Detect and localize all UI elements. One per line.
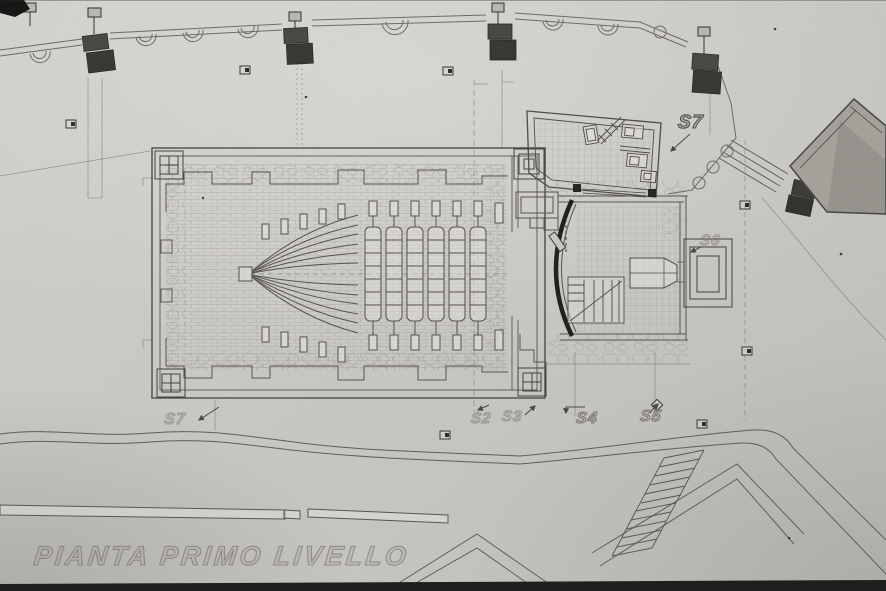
section-marker-s3: S3 <box>501 408 524 426</box>
section-marker-s5: S5 <box>639 408 663 426</box>
section-marker-s6: S6 <box>699 232 722 250</box>
drawing-title: PIANTA PRIMO LIVELLO <box>32 540 411 571</box>
section-marker-s4: S4 <box>575 410 599 428</box>
section-marker-s7-top: S7 <box>676 111 705 133</box>
section-marker-s2: S2 <box>470 410 493 428</box>
section-marker-s7-bottom: S7 <box>163 411 187 429</box>
